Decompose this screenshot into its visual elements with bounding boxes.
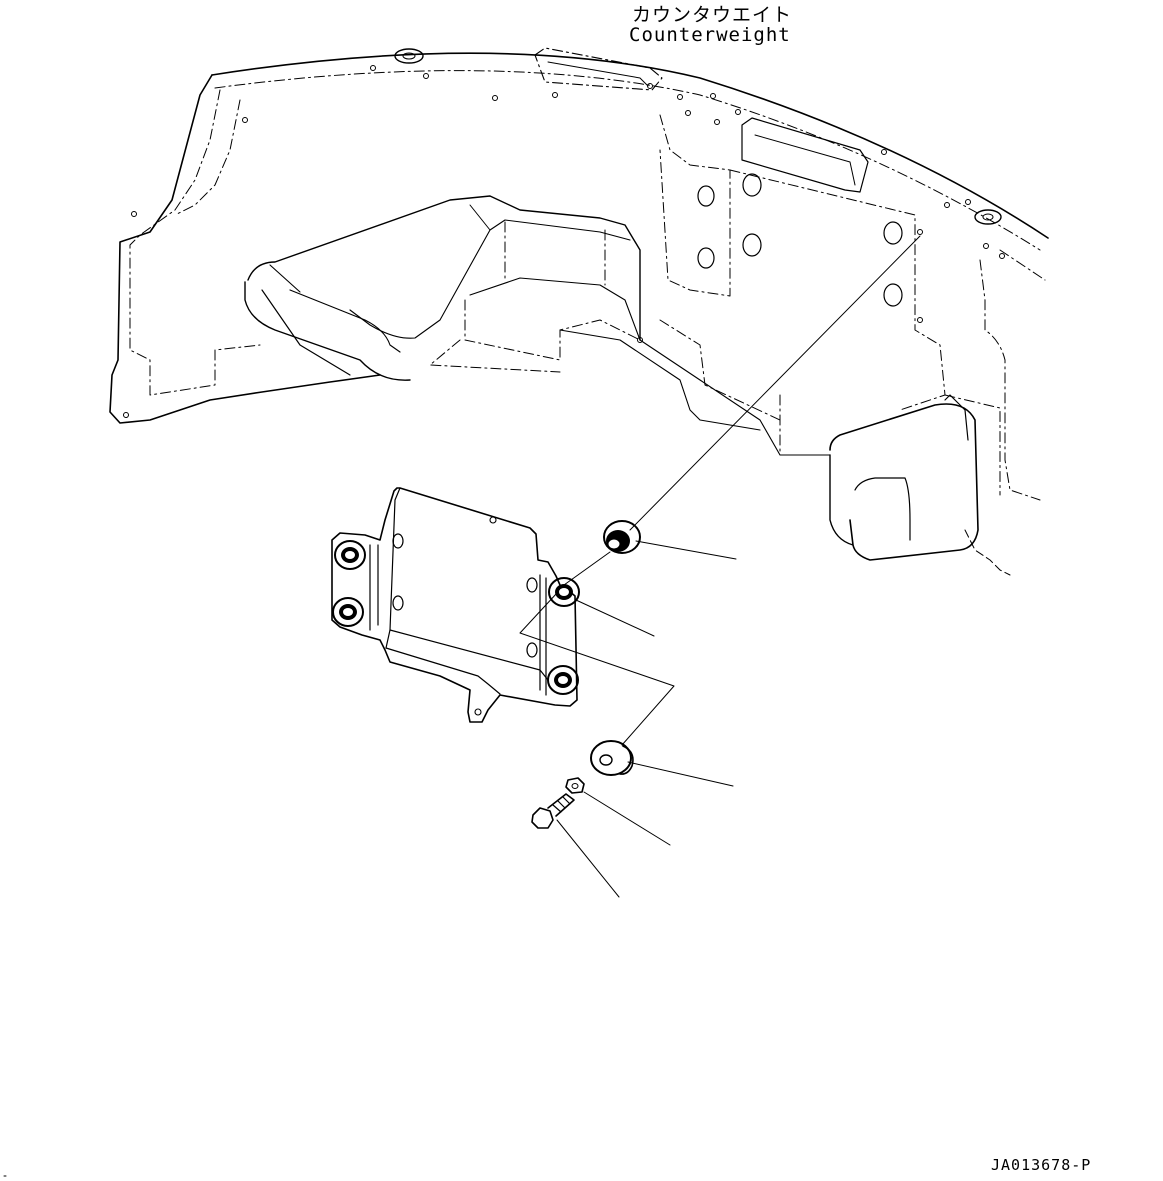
washer — [565, 777, 585, 794]
bolt — [531, 793, 575, 829]
counterweight — [109, 47, 1049, 576]
drawing-number: JA013678-P — [991, 1156, 1092, 1174]
bracket-mount-br — [547, 665, 579, 695]
counterweight-label-jp: カウンタウエイト — [632, 4, 793, 26]
upper-rubber-mount — [603, 520, 641, 554]
bracket-mount-tl — [334, 540, 366, 570]
bracket-mount-tr — [548, 577, 580, 607]
counterweight-label-en: Counterweight — [629, 24, 791, 46]
mounting-bracket — [331, 487, 580, 723]
leader-lines — [519, 235, 921, 898]
lower-rubber-mount — [590, 740, 634, 776]
bracket-mount-bl — [332, 597, 364, 627]
